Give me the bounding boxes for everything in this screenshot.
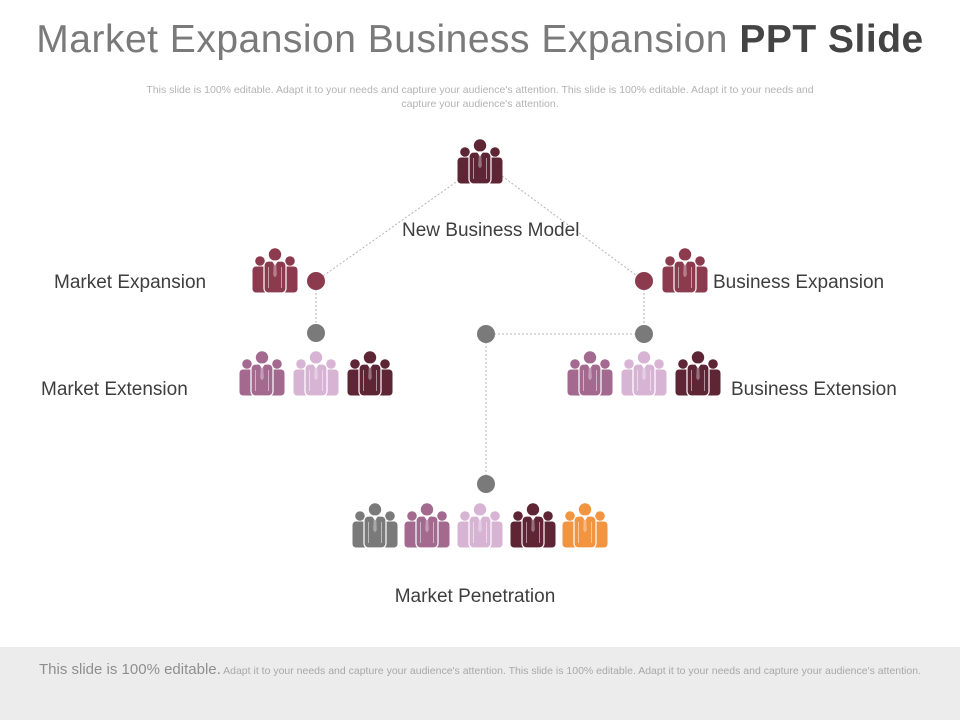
people-group-icon [404, 503, 450, 549]
label-business-expansion: Business Expansion [713, 272, 885, 293]
connector-line [315, 179, 460, 282]
label-market-extension: Market Extension [41, 379, 188, 400]
connector-dots [307, 272, 653, 493]
connector-dot [307, 324, 325, 342]
people-group-icon [293, 351, 339, 397]
people-group-icon [457, 503, 503, 549]
people-group-icon [567, 351, 613, 397]
connector-dot [477, 475, 495, 493]
footer-body: Adapt it to your needs and capture your … [223, 665, 921, 677]
people-group-icon [621, 351, 667, 397]
people-group-icon [562, 503, 608, 549]
people-group-icon [662, 248, 708, 294]
org-diagram [239, 139, 721, 549]
label-business-extension: Business Extension [731, 379, 897, 400]
connector-dot [307, 272, 325, 290]
slide-title: Market Expansion Business Expansion PPT … [0, 18, 960, 62]
title-regular: Market Expansion Business Expansion [36, 18, 728, 61]
people-group-icon [675, 351, 721, 397]
connector-dot [477, 325, 495, 343]
people-group-icon [352, 503, 398, 549]
footer-lead: This slide is 100% editable. [39, 661, 221, 678]
people-group-icon [239, 351, 285, 397]
connector-line [501, 175, 645, 282]
people-group-icon [510, 503, 556, 549]
people-group-icon [457, 139, 503, 185]
footer-bar: This slide is 100% editable. Adapt it to… [0, 647, 960, 720]
connector-dot [635, 272, 653, 290]
title-bold: PPT Slide [739, 18, 924, 61]
slide-subtitle: This slide is 100% editable. Adapt it to… [146, 84, 814, 110]
label-new-business-model: New Business Model [402, 220, 580, 241]
people-group-icon [347, 351, 393, 397]
label-market-expansion: Market Expansion [54, 272, 207, 293]
footer-text: This slide is 100% editable. Adapt it to… [30, 661, 930, 678]
people-group-icon [252, 248, 298, 294]
connector-dot [635, 325, 653, 343]
people-icons [239, 139, 721, 549]
label-market-penetration: Market Penetration [394, 586, 556, 607]
